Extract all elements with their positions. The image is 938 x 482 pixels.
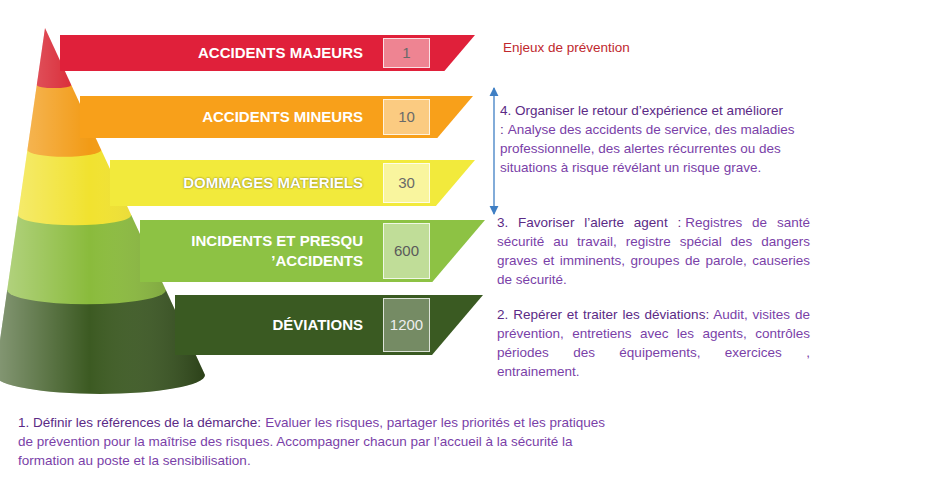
count-box: 1200	[383, 298, 430, 352]
count-number: 1200	[390, 316, 423, 334]
pyramid-ribbon: DOMMAGES MATERIELS 30	[110, 160, 475, 206]
level-label: DÉVIATIONS	[203, 315, 363, 335]
double-arrow	[493, 88, 494, 214]
count-number: 600	[394, 242, 419, 260]
pyramid-ribbon: INCIDENTS ET PRESQU ’ACCIDENTS 600	[140, 220, 485, 282]
step-text: Analyse des accidents de service, des ma…	[500, 122, 794, 175]
pyramid-ribbon: DÉVIATIONS 1200	[175, 295, 483, 355]
count-box: 1	[383, 38, 430, 68]
count-number: 1	[402, 44, 410, 62]
note-paragraph: Enjeux de prévention	[503, 38, 763, 57]
count-number: 30	[398, 174, 415, 192]
count-number: 10	[398, 108, 415, 126]
note-paragraph: 2. Repérer et traiter les déviations:Aud…	[497, 305, 810, 381]
note-paragraph: 4. Organiser le retour d’expérience et a…	[500, 101, 812, 177]
count-box: 30	[383, 163, 430, 203]
pyramid-cone	[0, 28, 205, 394]
count-box: 600	[383, 223, 430, 279]
level-label: ACCIDENTS MAJEURS	[93, 43, 363, 63]
note-paragraph: 1. Définir les références de la démarche…	[18, 413, 618, 470]
level-label: DOMMAGES MATERIELS	[140, 173, 363, 193]
section-title: Enjeux de prévention	[503, 40, 630, 55]
pyramid-ribbon: ACCIDENTS MINEURS 10	[80, 96, 473, 138]
step-heading: 2. Repérer et traiter les déviations:	[497, 307, 709, 322]
step-heading: 1. Définir les références de la démarche…	[18, 415, 261, 430]
level-label: INCIDENTS ET PRESQU ’ACCIDENTS	[177, 231, 363, 271]
level-label: ACCIDENTS MINEURS	[113, 107, 363, 127]
note-paragraph: 3. Favoriser l’alerte agent :Registres d…	[497, 213, 810, 289]
pyramid-ribbon: ACCIDENTS MAJEURS 1	[60, 35, 475, 71]
cone-shading	[0, 28, 205, 394]
step-heading: 3. Favoriser l’alerte agent :	[497, 215, 681, 230]
count-box: 10	[383, 99, 430, 135]
ribbon-shape	[140, 220, 485, 282]
